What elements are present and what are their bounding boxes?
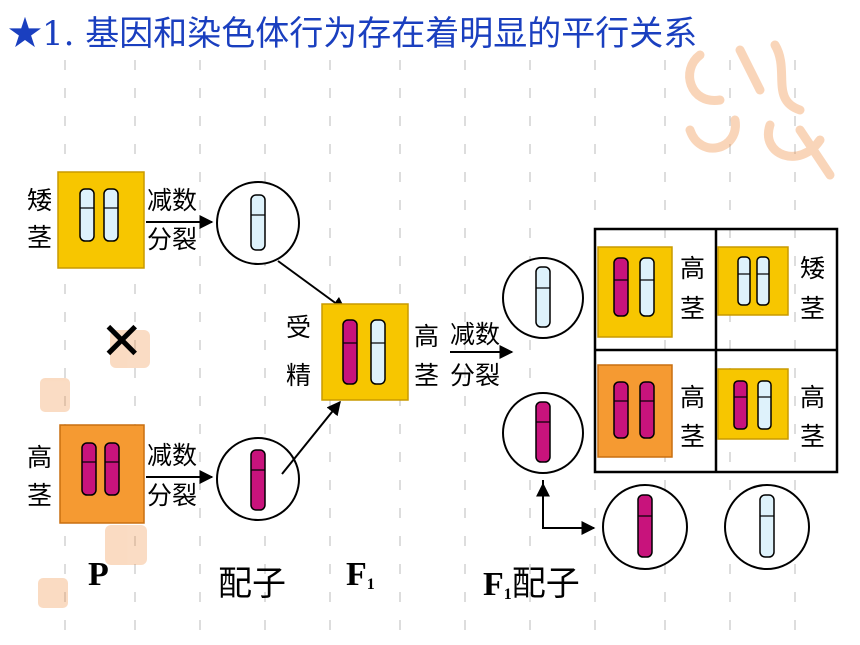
fertilization-arrow-top bbox=[277, 260, 347, 311]
meiosis-label-bottom-2: 分裂 bbox=[147, 481, 198, 510]
parent-dwarf-label-1: 矮 bbox=[27, 186, 53, 215]
punnett-cell-3-label-2: 茎 bbox=[680, 422, 706, 451]
seal-watermark bbox=[685, 40, 835, 180]
punnett-cell-4-label-2: 茎 bbox=[800, 422, 826, 451]
chromosome-magenta bbox=[81, 442, 97, 496]
cross-symbol: ✕ bbox=[100, 312, 144, 372]
parent-dwarf-label-2: 茎 bbox=[27, 223, 53, 252]
punnett-cell-1 bbox=[597, 246, 673, 338]
f1-meiosis-label-1: 减数 bbox=[450, 320, 501, 349]
chromosome-light bbox=[79, 188, 95, 242]
meiosis-label-bottom-1: 减数 bbox=[147, 441, 198, 470]
meiosis-label-top-2: 分裂 bbox=[147, 225, 198, 254]
label-f1: F1 bbox=[346, 556, 375, 593]
f1-box bbox=[321, 303, 409, 401]
punnett-grid bbox=[593, 227, 839, 474]
f1-tall-label-1: 高 bbox=[414, 322, 440, 351]
f1-gamete-magenta bbox=[502, 392, 584, 474]
f1-tall-label-2: 茎 bbox=[414, 361, 440, 390]
punnett-cell-2-label-1: 矮 bbox=[800, 254, 826, 283]
punnett-cell-2 bbox=[717, 246, 789, 316]
gamete-dwarf bbox=[216, 181, 300, 265]
label-p: P bbox=[88, 556, 109, 593]
meiosis-label-top-1: 减数 bbox=[147, 186, 198, 215]
gamete-tall bbox=[216, 437, 300, 521]
seal-watermark-small bbox=[38, 330, 150, 608]
punnett-cell-1-label-2: 茎 bbox=[680, 294, 706, 323]
punnett-cell-3 bbox=[597, 364, 673, 458]
fertilization-label-1: 受 bbox=[286, 313, 312, 342]
parent-tall-box bbox=[59, 424, 145, 524]
label-f1-gamete: F1配子 bbox=[483, 564, 580, 604]
label-gamete: 配子 bbox=[218, 564, 286, 604]
chromosome-light bbox=[103, 188, 119, 242]
punnett-cell-4-label-1: 高 bbox=[800, 383, 826, 412]
f1-gamete-bottom-magenta bbox=[602, 484, 688, 570]
fertilization-arrow-bottom bbox=[281, 400, 341, 475]
f1-gamete-light bbox=[502, 257, 584, 339]
parent-tall-label-2: 茎 bbox=[27, 481, 53, 510]
punnett-cell-1-label-1: 高 bbox=[680, 254, 706, 283]
parent-dwarf-box bbox=[57, 171, 145, 269]
chromosome-magenta bbox=[104, 442, 120, 496]
punnett-cell-3-label-1: 高 bbox=[680, 383, 706, 412]
fertilization-label-2: 精 bbox=[286, 361, 312, 390]
punnett-cell-2-label-2: 茎 bbox=[800, 294, 826, 323]
f1-meiosis-label-2: 分裂 bbox=[450, 361, 501, 390]
corner-arrow bbox=[542, 480, 596, 535]
punnett-cell-4 bbox=[717, 368, 789, 440]
parent-tall-label-1: 高 bbox=[27, 443, 53, 472]
slide-title: ★1. 基因和染色体行为存在着明显的平行关系 bbox=[8, 14, 698, 54]
f1-gamete-bottom-light bbox=[724, 484, 810, 570]
